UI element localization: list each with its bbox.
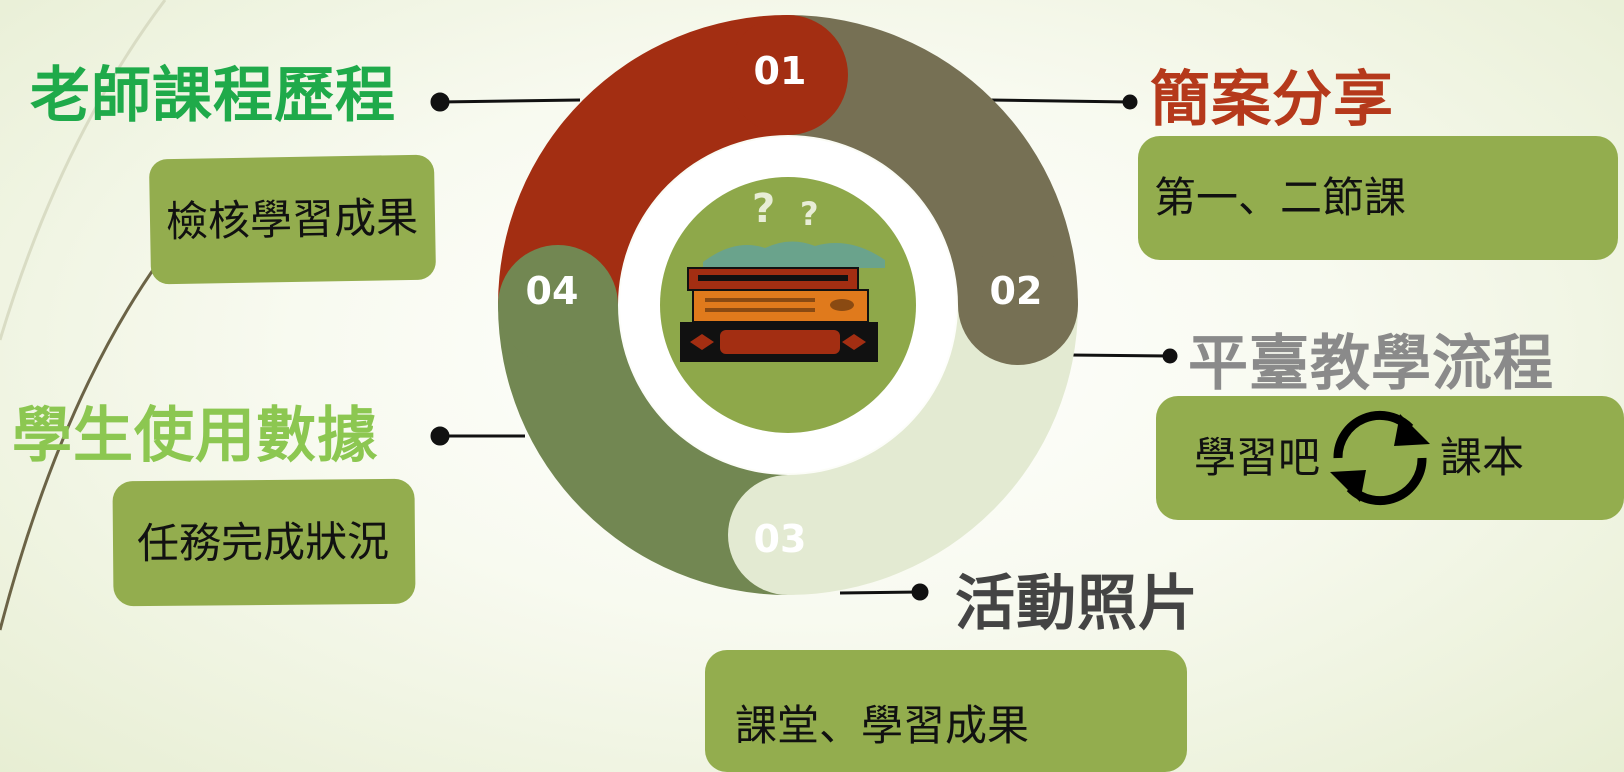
students-box: 任務完成狀況	[112, 478, 416, 607]
students-title: 學生使用數據	[12, 401, 378, 471]
teacher-box-label: 檢核學習成果	[165, 192, 419, 246]
segment-01	[498, 15, 788, 305]
lesson-box-label: 第一、二節課	[1154, 173, 1407, 222]
books-question-icon: ? ?	[680, 186, 885, 362]
platform-box: 學習吧 課本	[1156, 396, 1624, 520]
svg-text:?: ?	[800, 195, 819, 233]
lesson-title: 簡案分享	[1150, 65, 1394, 135]
segment-number-02: 02	[990, 269, 1043, 313]
photos-title: 活動照片	[955, 569, 1199, 639]
segment-number-04: 04	[526, 269, 579, 313]
photos-box-label: 課堂、學習成果	[735, 701, 1030, 750]
segment-03	[788, 305, 1078, 595]
connector-lines	[430, 92, 1178, 601]
segment-number-03: 03	[754, 517, 807, 561]
svg-text:?: ?	[752, 186, 775, 232]
cycle-arrows-icon	[1330, 410, 1431, 506]
lesson-box: 第一、二節課	[1138, 136, 1618, 260]
segment-04	[498, 305, 788, 595]
segment-02	[788, 15, 1078, 305]
platform-title: 平臺教學流程	[1188, 329, 1554, 399]
students-box-label: 任務完成狀況	[136, 516, 390, 568]
cycle-ring	[498, 15, 1078, 595]
platform-box-left-label: 學習吧	[1194, 433, 1321, 482]
teacher-box: 檢核學習成果	[148, 154, 437, 285]
teacher-title: 老師課程歷程	[30, 61, 396, 131]
segment-number-01: 01	[754, 49, 807, 93]
photos-box: 課堂、學習成果	[705, 650, 1187, 772]
platform-box-right-label: 課本	[1440, 433, 1525, 482]
